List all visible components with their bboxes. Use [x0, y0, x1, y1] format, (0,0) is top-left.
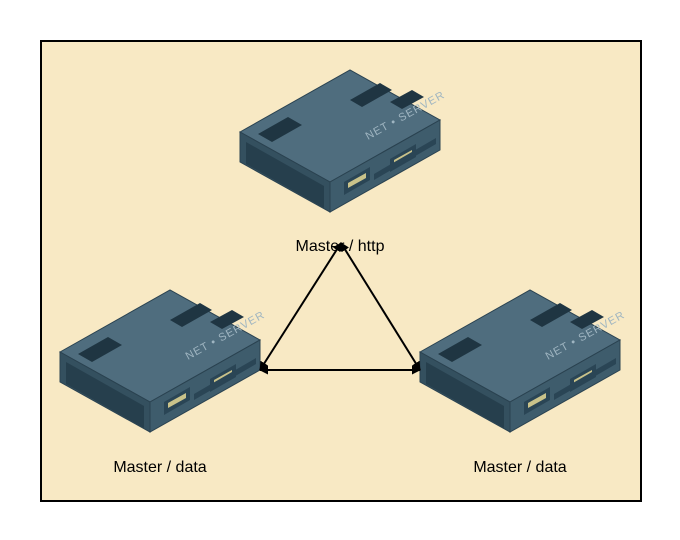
- server-left-icon: NET • SERVER: [59, 289, 267, 433]
- edge-top-right-arrow: [340, 242, 421, 371]
- server-right-icon: NET • SERVER: [419, 289, 627, 433]
- node-label-top: Master / http: [295, 238, 385, 255]
- node-label-left: Master / data: [113, 459, 207, 476]
- server-top-icon: NET • SERVER: [239, 69, 447, 213]
- node-label-right: Master / data: [473, 459, 567, 476]
- edge-top-left-arrow: [259, 242, 342, 371]
